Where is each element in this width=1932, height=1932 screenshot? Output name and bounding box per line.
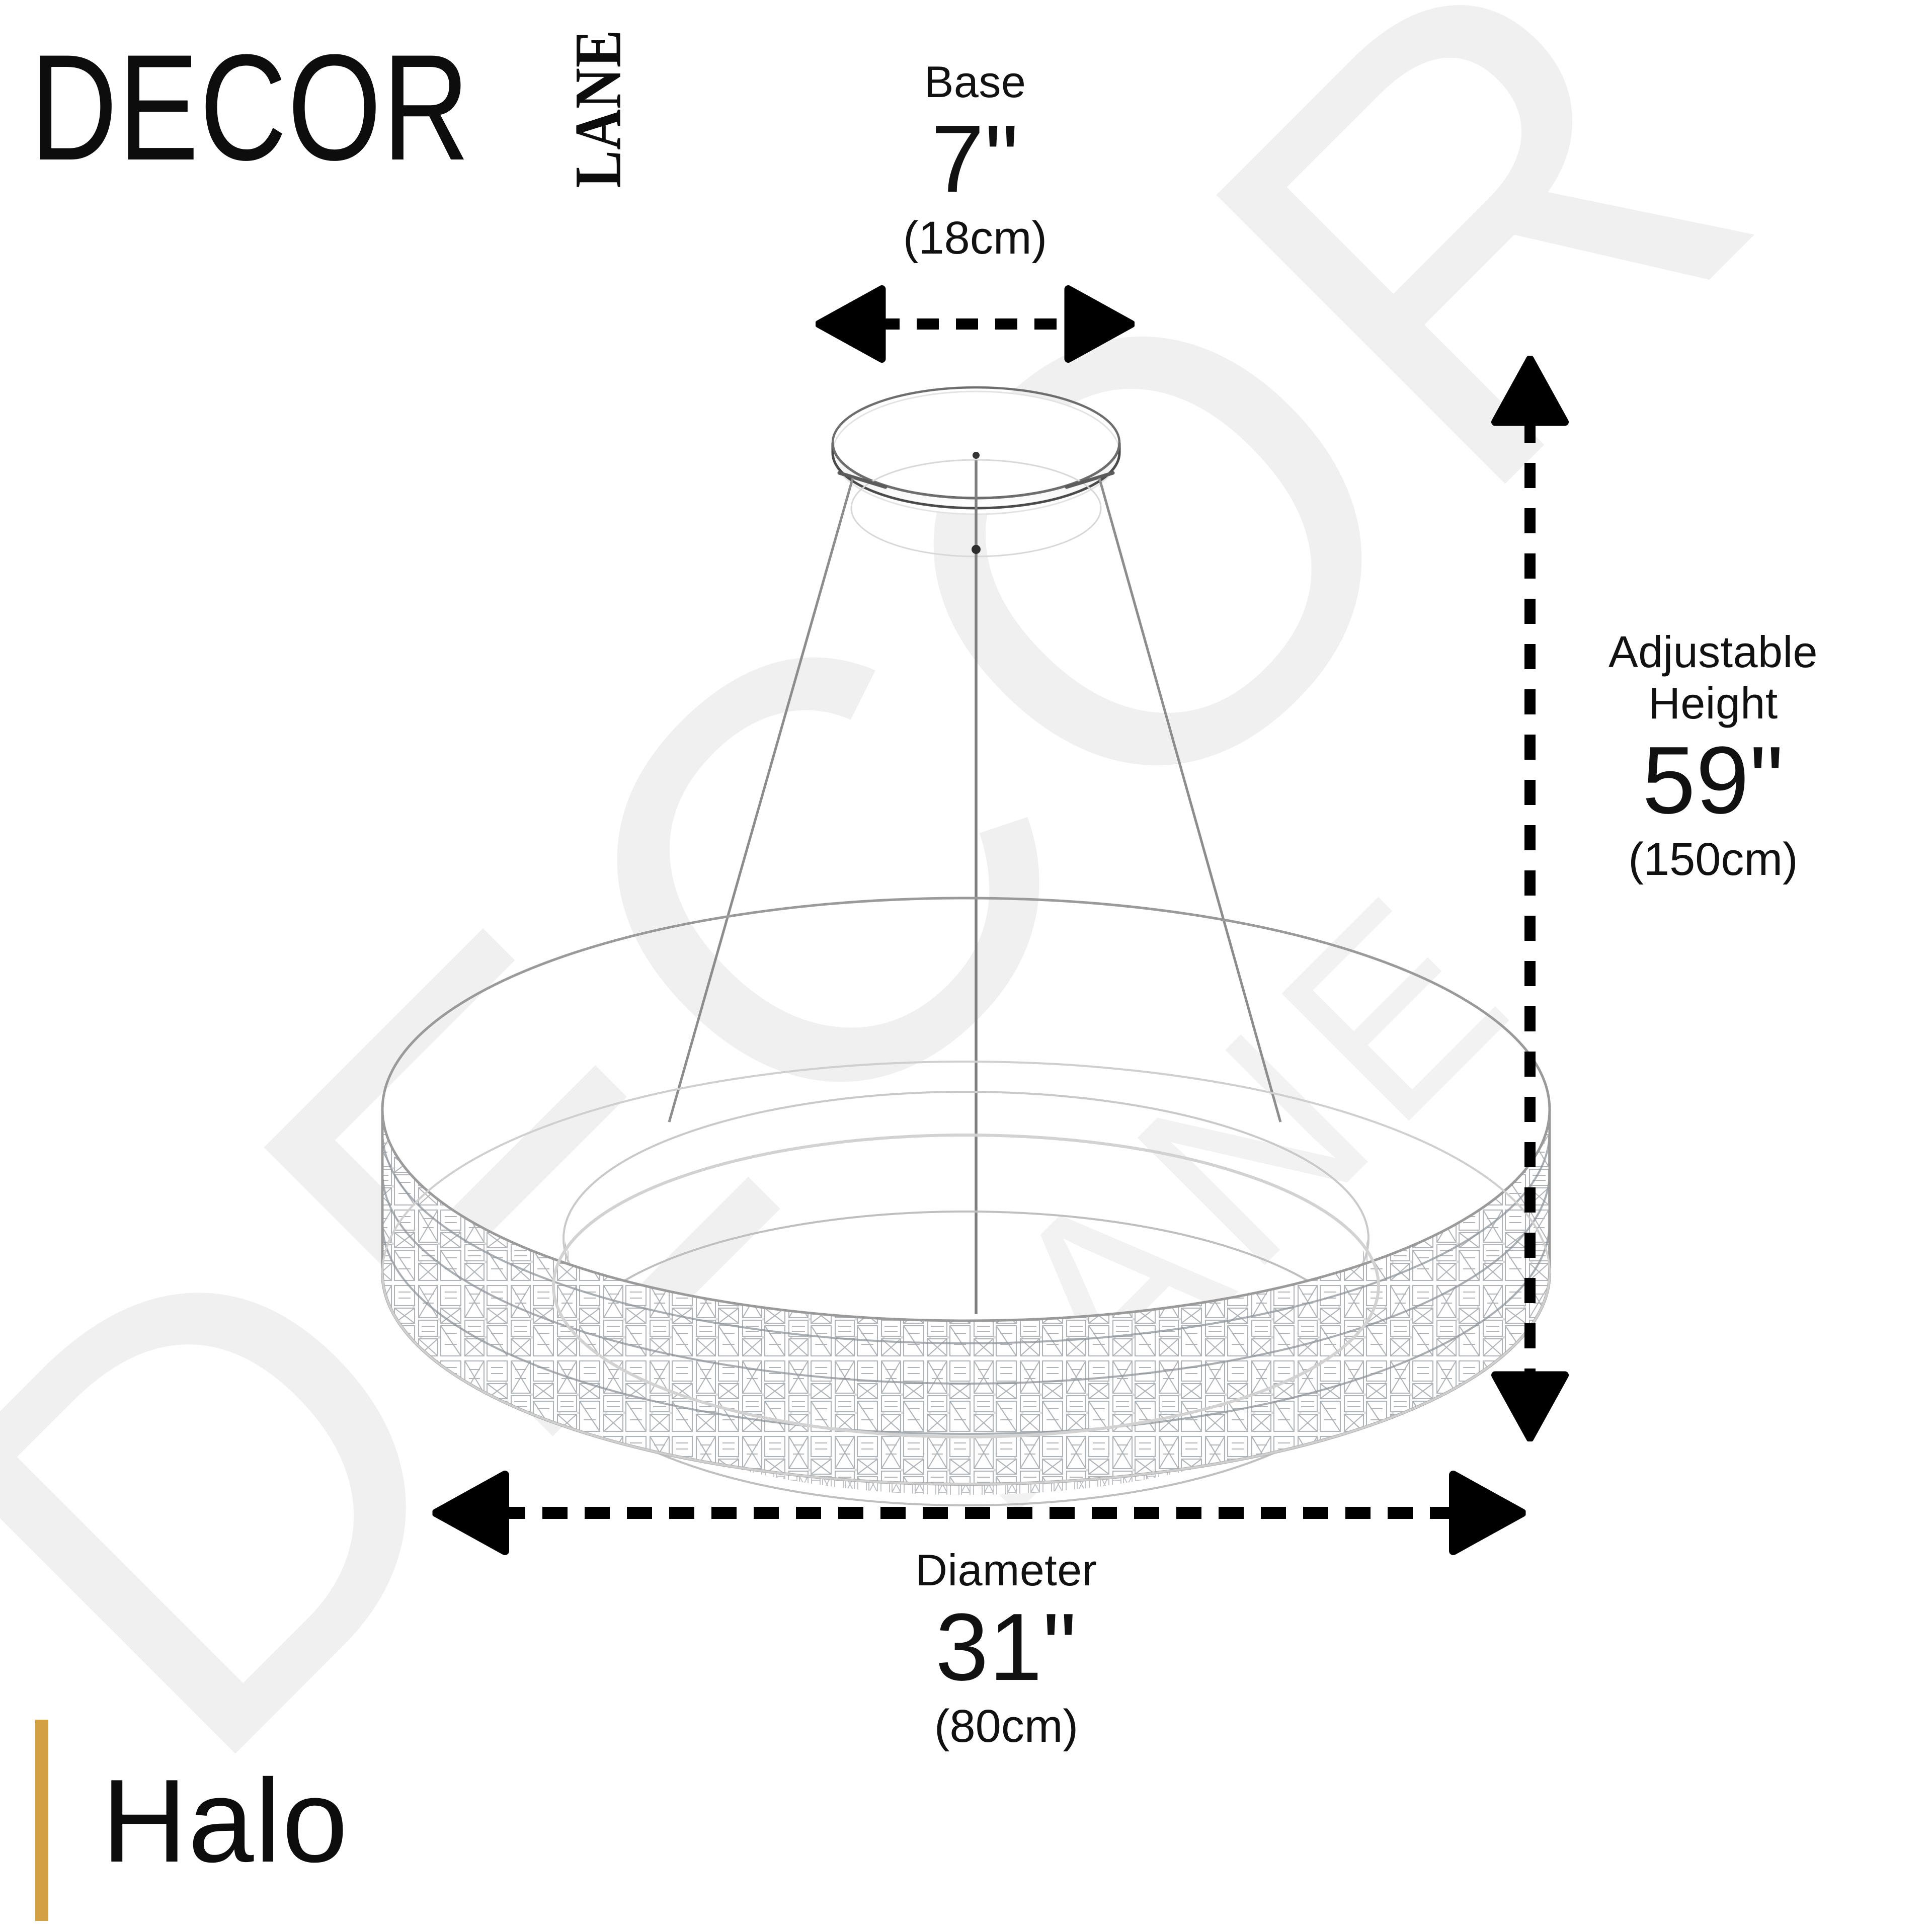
- crystal-ring: [381, 897, 1551, 1506]
- accent-bar: [35, 1720, 48, 1921]
- ceiling-canopy: [831, 386, 1121, 557]
- height-value-metric: (150cm): [1628, 833, 1798, 885]
- base-value-metric: (18cm): [903, 212, 1048, 264]
- product-name: Halo: [102, 1754, 349, 1887]
- height-label-line1: Adjustable: [1608, 627, 1818, 677]
- diameter-measurement: Diameter 31" (80cm): [785, 1545, 1228, 1753]
- height-label-line2: Height: [1648, 678, 1778, 729]
- product-nameplate: Halo: [35, 1720, 349, 1921]
- brand-logo-lane: LANE: [561, 29, 635, 188]
- brand-logo: DECOR LANE: [30, 23, 635, 192]
- diameter-value-imperial: 31": [935, 1594, 1077, 1701]
- base-label: Base: [924, 57, 1026, 107]
- diameter-label: Diameter: [915, 1545, 1097, 1595]
- height-value-imperial: 59": [1642, 727, 1784, 834]
- base-value-imperial: 7": [931, 106, 1019, 213]
- brand-logo-decor: DECOR: [30, 23, 470, 192]
- brand-logo-lane-wrap: LANE: [561, 29, 635, 188]
- svg-text:LANE: LANE: [835, 835, 1567, 1567]
- diameter-value-metric: (80cm): [934, 1700, 1079, 1752]
- base-measurement: Base 7" (18cm): [794, 56, 1156, 265]
- height-measurement: Adjustable Height 59" (150cm): [1514, 626, 1912, 887]
- cable-adjuster: [972, 545, 981, 554]
- suspension-cables: [668, 460, 1282, 1314]
